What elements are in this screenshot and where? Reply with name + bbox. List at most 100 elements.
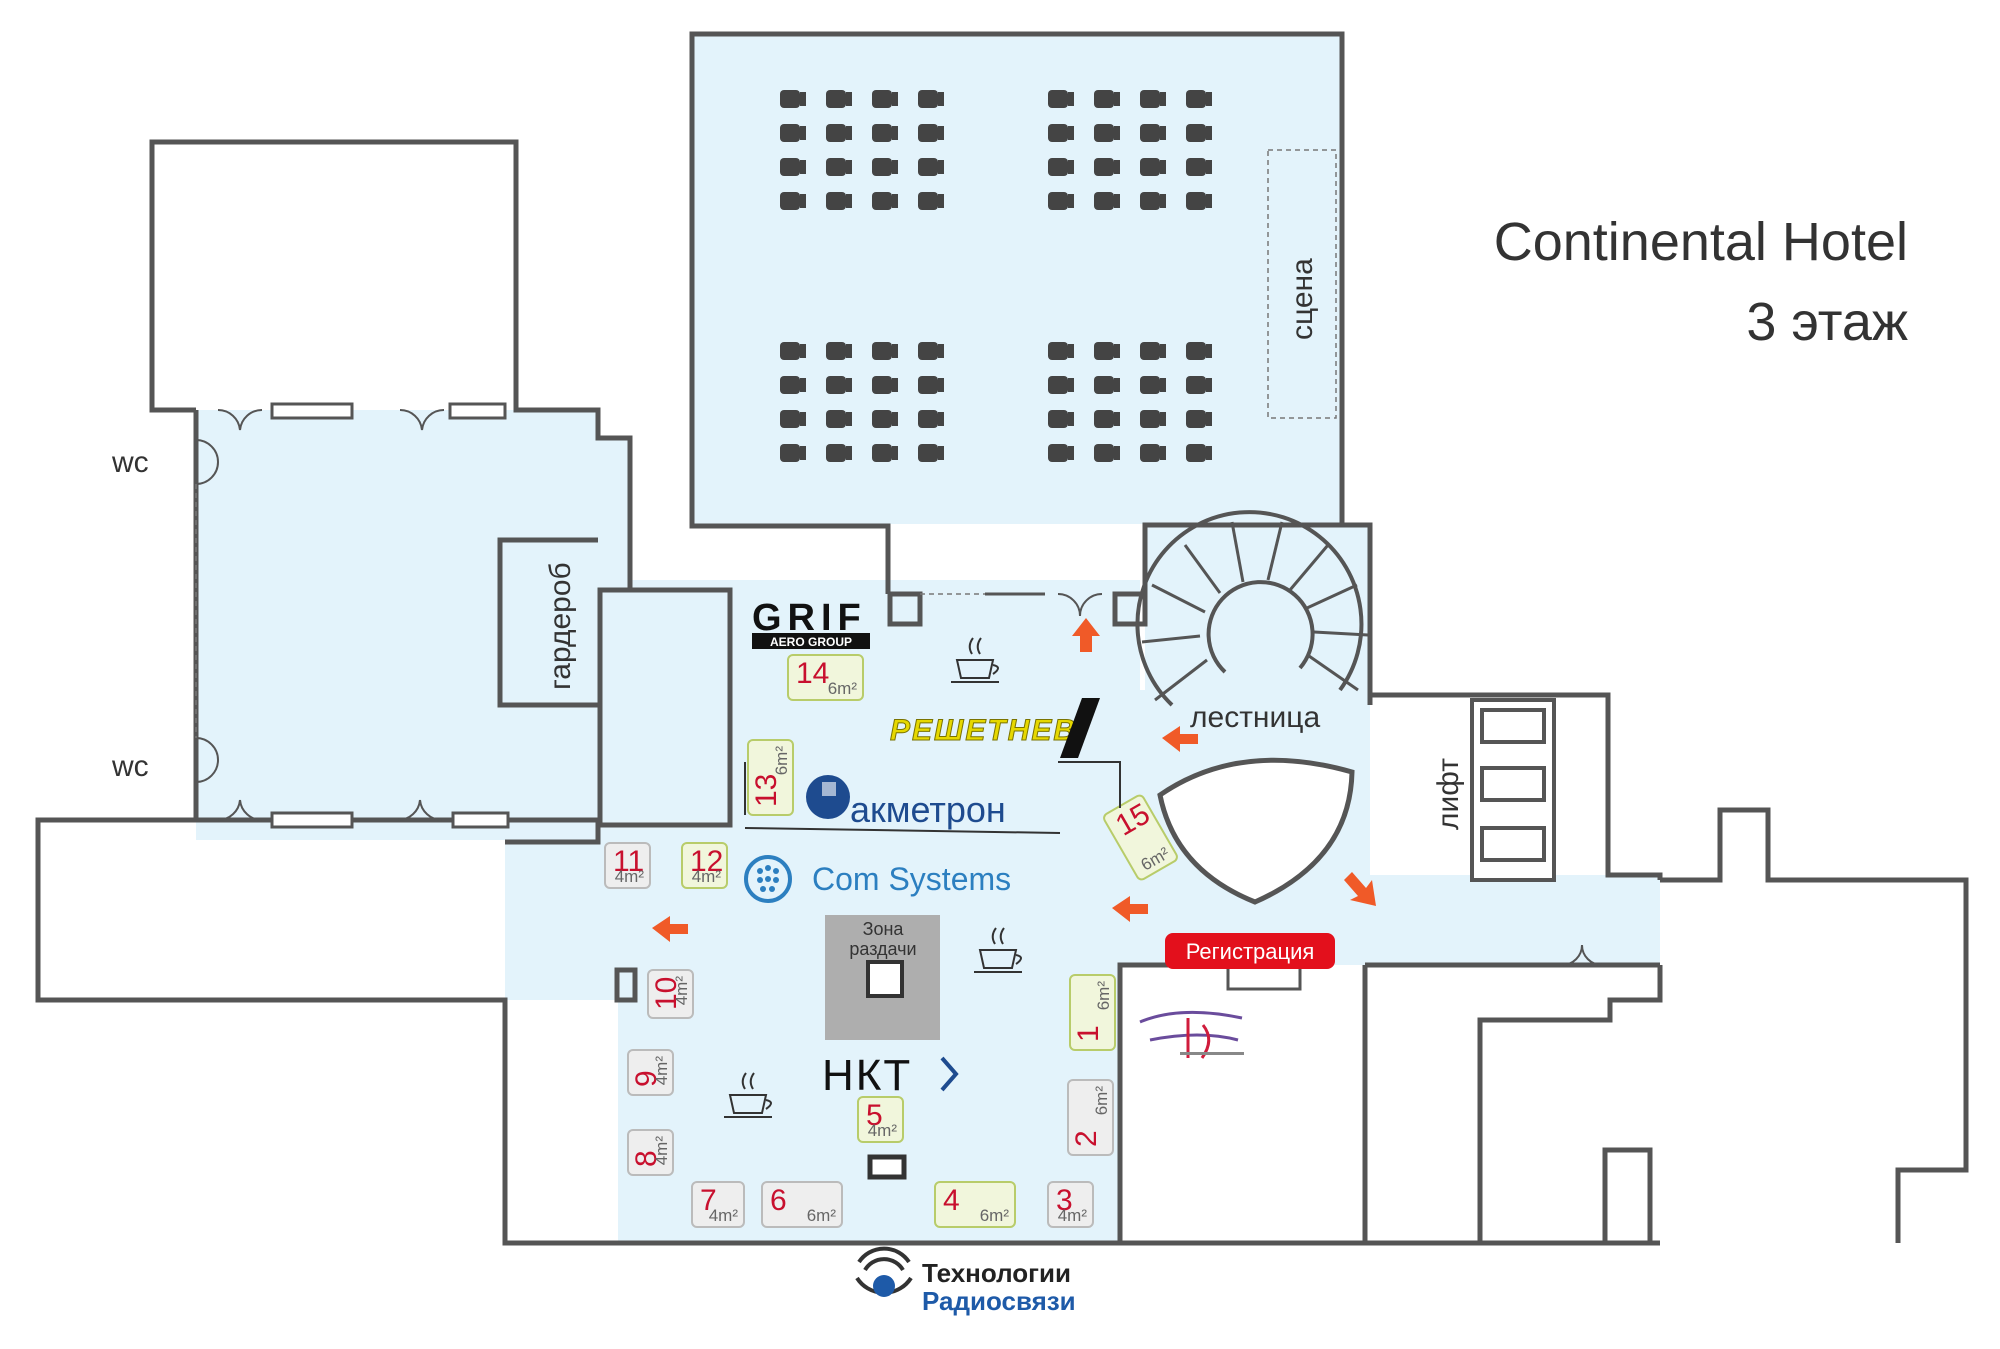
chair-icon <box>1140 158 1166 176</box>
serving-zone-counter <box>866 960 904 998</box>
chair-icon <box>1140 410 1166 428</box>
chair-icon <box>826 342 852 360</box>
chair-icon <box>1140 342 1166 360</box>
chair-icon <box>1186 90 1212 108</box>
booth-outline <box>681 842 728 889</box>
booth-number: 4 <box>943 1184 960 1217</box>
chair-icon <box>780 192 806 210</box>
chair-icon <box>1048 158 1074 176</box>
chair-icon <box>1186 376 1212 394</box>
booth-number: 13 <box>750 774 783 807</box>
registration-badge[interactable]: Регистрация <box>1165 933 1335 969</box>
chair-icon <box>1094 90 1120 108</box>
chair-icon <box>1094 158 1120 176</box>
booth-outline <box>1069 974 1116 1051</box>
dashed-lines <box>195 149 1337 738</box>
chair-icon <box>1186 410 1212 428</box>
serving-zone: Зона раздачи <box>825 915 940 1040</box>
elevator-car <box>1480 826 1546 862</box>
wall-stairs-enclosure <box>1142 522 1373 705</box>
booth-number: 12 <box>690 845 723 878</box>
chair-icon <box>1048 410 1074 428</box>
chair-icon <box>872 410 898 428</box>
booth-number: 7 <box>700 1184 717 1217</box>
arrow-icon <box>1162 726 1198 752</box>
booth-number: 11 <box>613 845 644 878</box>
windows <box>270 402 1045 829</box>
akmetron-logo: акметрон <box>806 775 1006 830</box>
nkt-logo: НКТ <box>822 1051 959 1100</box>
comsystems-logo-mark <box>744 855 792 903</box>
reshetnev-logo-text: РЕШЕТНЕВ <box>890 714 1077 747</box>
stair-area-floor <box>1145 525 1370 705</box>
booth-area: 4m² <box>652 1056 671 1086</box>
chair-icon <box>1094 444 1120 462</box>
chair-icon <box>780 124 806 142</box>
chair-icon <box>780 376 806 394</box>
chair-icon <box>872 124 898 142</box>
chair-icon <box>826 124 852 142</box>
door-swing <box>399 408 445 431</box>
coffee-icon <box>724 1072 772 1118</box>
door-swing <box>195 439 219 485</box>
chair-icon <box>1094 342 1120 360</box>
chair-icon <box>872 192 898 210</box>
reshetnev-logo-mark <box>1060 698 1100 758</box>
grif-logo: GRIF AERO GROUP <box>752 597 870 649</box>
stair-tread <box>1288 544 1330 591</box>
chair-icon <box>1048 90 1074 108</box>
serving-zone-label-2: раздачи <box>849 939 916 959</box>
chair-icon <box>1140 444 1166 462</box>
chair-icon <box>872 90 898 108</box>
chair-icon <box>780 158 806 176</box>
reception-desk <box>1157 757 1355 905</box>
door-swing <box>195 737 219 783</box>
chair-icon <box>872 158 898 176</box>
chair-icon <box>826 410 852 428</box>
grif-logo-sub: AERO GROUP <box>770 635 852 649</box>
booth-outline <box>1047 1181 1094 1228</box>
booth-area: 4m² <box>709 1206 739 1225</box>
door-swing <box>217 799 263 822</box>
footer-logo: Технологии Радиосвязи <box>855 1246 1076 1316</box>
stair-tread <box>1266 521 1284 581</box>
booth-number: 5 <box>866 1099 883 1132</box>
arrow-icon <box>1072 618 1100 652</box>
chair-icon <box>872 342 898 360</box>
grif-logo-main: GRIF <box>752 597 867 639</box>
booth-outline <box>627 1129 674 1176</box>
chair-icon <box>1048 192 1074 210</box>
stair-tread <box>1308 654 1359 692</box>
chair-icon <box>918 192 944 210</box>
wall-wardrobe <box>497 537 598 708</box>
chair-icon <box>1048 376 1074 394</box>
booth-area: 4m² <box>692 867 722 886</box>
chair-icon <box>1186 342 1212 360</box>
chair-icon <box>918 158 944 176</box>
registration-label: Регистрация <box>1186 939 1315 964</box>
booth-area: 4m² <box>652 1136 671 1166</box>
stair-tread <box>1306 583 1358 610</box>
chair-icon <box>1094 376 1120 394</box>
arrow-icon <box>1344 872 1376 906</box>
coffee-icon <box>951 637 999 683</box>
tf-logo-caption-bar <box>1180 1052 1244 1055</box>
wall-right-nook <box>1602 1147 1653 1246</box>
